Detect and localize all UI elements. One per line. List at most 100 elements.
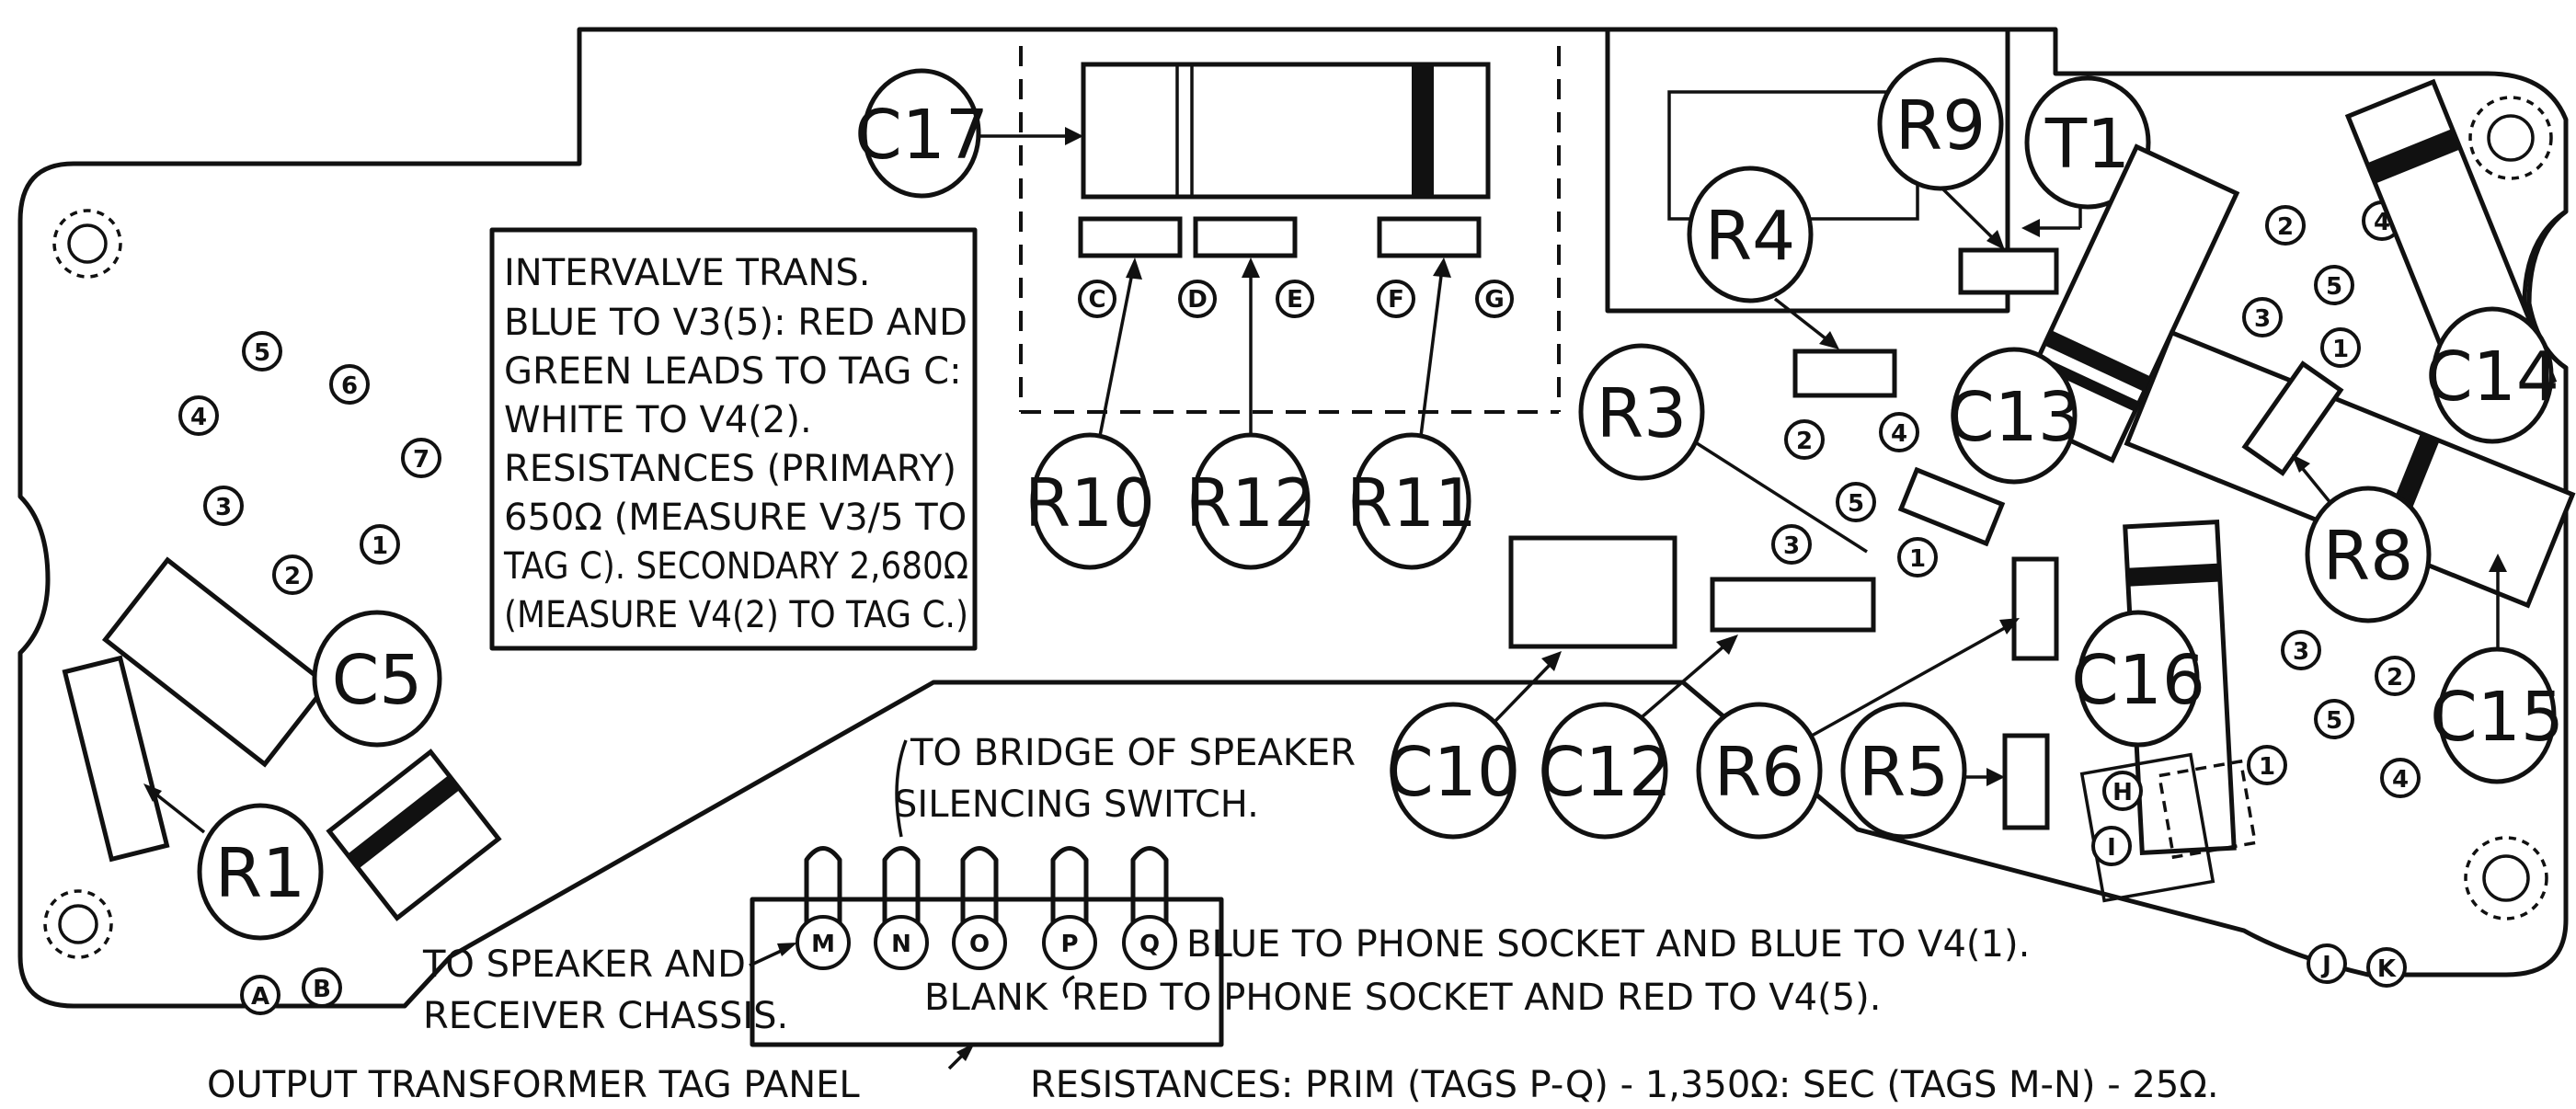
tag-o: O <box>952 846 1007 970</box>
r6-label: R6 <box>1696 618 2020 840</box>
svg-text:5: 5 <box>2326 273 2342 301</box>
svg-text:O: O <box>969 931 990 958</box>
svg-text:TO SPEAKER AND: TO SPEAKER AND <box>422 943 746 986</box>
svg-text:650Ω (MEASURE V3/5 TO: 650Ω (MEASURE V3/5 TO <box>504 497 967 539</box>
r3-resistor <box>1897 466 2006 547</box>
c10-capacitor <box>1508 535 1677 649</box>
c12-capacitor <box>1710 577 1876 633</box>
svg-text:TAG C). SECONDARY 2,680Ω: TAG C). SECONDARY 2,680Ω <box>503 545 968 588</box>
intervalve-note: INTERVALVE TRANS. BLUE TO V3(5): RED AND… <box>489 227 978 651</box>
svg-text:R6: R6 <box>1714 733 1805 812</box>
svg-text:C17: C17 <box>854 96 989 175</box>
svg-text:RESISTANCES (PRIMARY): RESISTANCES (PRIMARY) <box>504 448 956 490</box>
svg-text:2: 2 <box>284 563 301 590</box>
c5-capacitor <box>101 556 331 768</box>
svg-text:2: 2 <box>2387 664 2403 692</box>
svg-text:R5: R5 <box>1859 733 1950 812</box>
speaker-annotation: TO SPEAKER AND RECEIVER CHASSIS. <box>422 943 797 1037</box>
r4-resistor <box>1792 349 1897 398</box>
svg-text:P: P <box>1060 931 1078 958</box>
svg-text:5: 5 <box>1848 490 1864 518</box>
svg-text:3: 3 <box>215 494 232 521</box>
svg-text:C15: C15 <box>2430 678 2564 757</box>
svg-text:3: 3 <box>2293 638 2309 666</box>
svg-text:3: 3 <box>1783 532 1800 560</box>
blue-lead-note: BLUE TO PHONE SOCKET AND BLUE TO V4(1). <box>1186 923 2030 966</box>
c15-label: C15 <box>2430 554 2564 784</box>
svg-text:R10: R10 <box>1025 464 1155 542</box>
red-lead-note: RED TO PHONE SOCKET AND RED TO V4(5). <box>1071 977 1881 1019</box>
right-top-valve-holder: 2 4 5 3 1 <box>2242 200 2402 368</box>
svg-text:3: 3 <box>2254 305 2271 333</box>
svg-text:6: 6 <box>341 372 358 400</box>
svg-text:5: 5 <box>2326 707 2342 735</box>
output-transformer-tag-panel: M N O P Q <box>750 846 1224 1047</box>
r5-label: R5 <box>1840 702 2005 840</box>
svg-text:SILENCING SWITCH.: SILENCING SWITCH. <box>894 783 1259 826</box>
right-bottom-valve-holder: 3 2 5 1 4 <box>2247 630 2421 798</box>
svg-text:R9: R9 <box>1895 86 1986 166</box>
r1-label: R1 <box>143 783 324 941</box>
tag-q: Q <box>1122 846 1177 970</box>
tag-m: M <box>796 846 851 970</box>
bridge-annotation: TO BRIDGE OF SPEAKER SILENCING SWITCH. <box>894 732 1356 838</box>
svg-text:C5: C5 <box>332 641 423 720</box>
r1-resistor <box>62 655 170 863</box>
r4-label: R4 <box>1687 166 1839 349</box>
c17-label: C17 <box>854 68 1083 199</box>
svg-text:R8: R8 <box>2323 517 2414 596</box>
tag-panel-caption: OUTPUT TRANSFORMER TAG PANEL <box>207 1064 860 1106</box>
svg-text:R3: R3 <box>1597 374 1688 453</box>
r11-label: R11 <box>1346 257 1477 570</box>
r6-resistor <box>2011 556 2059 661</box>
r11-resistor <box>1377 216 1482 258</box>
svg-text:T1: T1 <box>2044 105 2130 184</box>
svg-text:R11: R11 <box>1346 464 1477 542</box>
tag-h: H <box>2112 779 2133 806</box>
svg-text:4: 4 <box>190 404 207 431</box>
svg-text:(MEASURE V4(2) TO TAG C.): (MEASURE V4(2) TO TAG C.) <box>504 594 968 636</box>
r12-resistor <box>1193 216 1298 258</box>
r10-label: R10 <box>1025 257 1155 570</box>
svg-text:1: 1 <box>2332 336 2349 363</box>
c16-label: C16 <box>2071 610 2205 748</box>
t1-transformer-area <box>1605 27 2059 314</box>
svg-text:C13: C13 <box>1947 378 2081 457</box>
r5-resistor <box>2002 733 2050 830</box>
svg-text:BLUE TO V3(5): RED AND: BLUE TO V3(5): RED AND <box>504 302 967 344</box>
svg-text:Q: Q <box>1139 931 1160 958</box>
svg-text:7: 7 <box>413 446 429 474</box>
middle-valve-holder: 2 4 5 3 1 <box>1771 412 1938 577</box>
svg-text:GREEN LEADS TO TAG C:: GREEN LEADS TO TAG C: <box>504 350 962 393</box>
svg-text:R12: R12 <box>1185 464 1316 542</box>
svg-text:1: 1 <box>1909 545 1926 573</box>
svg-text:C14: C14 <box>2425 337 2559 417</box>
left-valve-holder: 5 6 4 7 3 1 2 <box>178 331 441 595</box>
c10-label: C10 <box>1386 651 1562 840</box>
svg-text:N: N <box>891 931 911 958</box>
tag-i: I <box>2107 834 2116 862</box>
tag-b: B <box>313 976 331 1003</box>
svg-text:1: 1 <box>2259 753 2275 781</box>
r8-resistor <box>2241 360 2344 476</box>
svg-text:1: 1 <box>372 532 388 560</box>
c12-label: C12 <box>1538 635 1738 840</box>
r9-label: R9 <box>1877 57 2005 250</box>
svg-text:R4: R4 <box>1705 197 1796 276</box>
svg-text:C10: C10 <box>1386 733 1520 812</box>
svg-text:R1: R1 <box>215 834 306 913</box>
tag-a: A <box>251 983 269 1011</box>
svg-text:2: 2 <box>2277 213 2294 241</box>
c14-label: C14 <box>2425 306 2559 444</box>
svg-text:4: 4 <box>1891 420 1907 448</box>
r9-resistor <box>1958 247 2059 295</box>
tag-k: K <box>2377 955 2397 983</box>
c17-sub-board: C D E F G <box>1019 46 1561 414</box>
tag-n: N <box>874 846 929 970</box>
svg-text:INTERVALVE TRANS.: INTERVALVE TRANS. <box>504 252 870 294</box>
tag-p: P <box>1042 846 1097 970</box>
svg-text:C16: C16 <box>2071 641 2205 720</box>
tag-d: D <box>1187 286 1208 314</box>
svg-text:C12: C12 <box>1538 733 1672 812</box>
